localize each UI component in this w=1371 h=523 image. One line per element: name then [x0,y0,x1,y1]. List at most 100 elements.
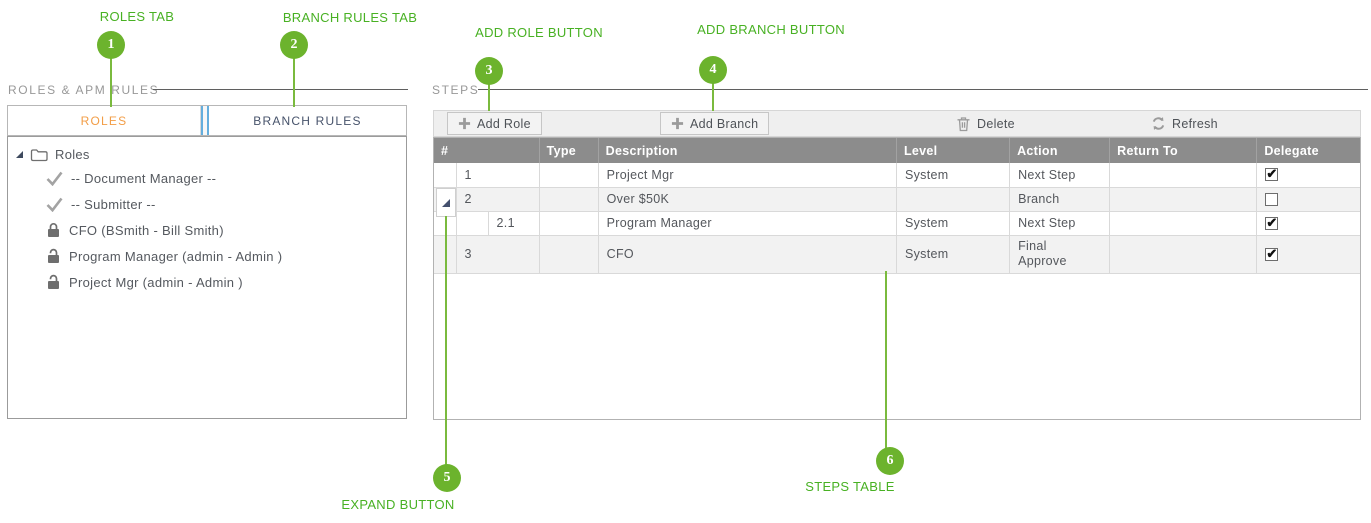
tree-root-roles[interactable]: Roles [16,147,90,162]
cell-type [539,163,599,188]
refresh-button[interactable]: Refresh [1141,112,1228,135]
cell-return-to [1109,187,1258,212]
annotation-label-roles-tab: ROLES TAB [99,9,175,24]
cell-return-to [1109,163,1258,188]
table-row-step-3[interactable]: 3 CFO System Final Approve [434,235,1360,274]
table-row-step-1[interactable]: 1 Project Mgr System Next Step [434,163,1360,188]
check-icon [46,197,63,212]
delegate-checkbox[interactable] [1265,166,1279,182]
table-row-step-2[interactable]: 2 Over $50K Branch [434,187,1360,212]
tab-roles-label: ROLES [80,113,128,128]
delegate-checkbox[interactable] [1265,246,1279,262]
tree-item-label: Program Manager (admin - Admin ) [69,248,283,264]
tree-item-label: Project Mgr (admin - Admin ) [69,274,243,290]
annotation-circle-3: 3 [475,57,503,85]
cell-level: System [896,211,1011,236]
plus-icon [671,117,684,130]
delete-label: Delete [977,116,1015,131]
cell-action: Final Approve [1009,235,1111,274]
cell-description: Program Manager [598,211,897,236]
tree-item-cfo[interactable]: CFO (BSmith - Bill Smith) [46,217,282,243]
add-branch-button[interactable]: Add Branch [660,112,770,135]
col-header-level[interactable]: Level [896,138,1011,163]
cell-delegate [1256,211,1360,236]
roles-panel-title: ROLES & APM RULES [8,83,160,97]
tree-collapse-icon[interactable] [16,151,23,158]
cell-action: Branch [1009,187,1111,212]
check-icon [46,171,63,186]
col-header-return-to[interactable]: Return To [1109,138,1258,163]
cell-num: 2.1 [488,211,540,236]
col-header-num[interactable]: # [434,138,540,163]
tree-item-document-manager[interactable]: -- Document Manager -- [46,165,282,191]
expander-cell [434,163,457,188]
delete-button[interactable]: Delete [946,112,1025,135]
plus-icon [458,117,471,130]
indent-cell [456,211,489,236]
tree-item-label: CFO (BSmith - Bill Smith) [69,222,224,238]
tree-item-submitter[interactable]: -- Submitter -- [46,191,282,217]
folder-icon [30,148,48,161]
table-header-row: # Type Description Level Action Return T… [434,138,1360,163]
annotation-line-1 [110,57,112,107]
tree-item-label: -- Submitter -- [71,196,156,212]
cell-level: System [896,163,1011,188]
lock-closed-icon [48,223,59,237]
tree-items: -- Document Manager -- -- Submitter -- C… [46,165,282,295]
trash-icon [957,116,970,131]
cell-delegate [1256,235,1360,274]
annotation-line-3 [488,83,490,111]
tab-branch-rules-label: BRANCH RULES [253,113,362,128]
expand-arrow-icon [442,198,450,207]
delegate-checkbox[interactable] [1265,192,1279,206]
cell-description: Over $50K [598,187,897,212]
steps-toolbar: Add Role Add Branch Delete Refresh [433,110,1361,137]
annotation-circle-1: 1 [97,31,125,59]
annotation-line-4 [712,82,714,111]
lock-open-icon [48,248,59,263]
cell-type [539,235,599,274]
tab-branch-rules[interactable]: BRANCH RULES [209,106,406,135]
lock-open-icon [48,274,59,289]
annotation-label-branch-rules-tab: BRANCH RULES TAB [282,10,418,25]
cell-num: 3 [456,235,540,274]
cell-type [539,211,599,236]
tab-roles[interactable]: ROLES [8,106,201,135]
refresh-icon [1152,117,1165,130]
cell-action: Next Step [1009,163,1111,188]
annotation-label-steps-table: STEPS TABLE [805,479,895,494]
add-role-button[interactable]: Add Role [447,112,542,135]
steps-panel-divider [478,89,1368,90]
cell-return-to [1109,235,1258,274]
roles-panel-divider [153,89,408,90]
cell-return-to [1109,211,1258,236]
col-header-type[interactable]: Type [539,138,599,163]
cell-action-text: Final Approve [1018,239,1067,268]
cell-action: Next Step [1009,211,1111,236]
annotation-circle-2: 2 [280,31,308,59]
annotation-label-add-role-button: ADD ROLE BUTTON [475,25,603,40]
expand-button[interactable] [436,188,456,217]
annotation-label-expand-button: EXPAND BUTTON [341,497,455,512]
col-header-delegate[interactable]: Delegate [1256,138,1360,163]
cell-level: System [896,235,1011,274]
annotation-circle-5: 5 [433,464,461,492]
tree-root-label: Roles [55,147,90,162]
annotation-circle-6: 6 [876,447,904,475]
steps-table: # Type Description Level Action Return T… [433,137,1361,420]
tree-item-program-manager[interactable]: Program Manager (admin - Admin ) [46,243,282,269]
col-header-description[interactable]: Description [598,138,897,163]
table-row-step-2-1[interactable]: 2.1 Program Manager System Next Step [434,211,1360,236]
tree-item-project-mgr[interactable]: Project Mgr (admin - Admin ) [46,269,282,295]
cell-level [896,187,1011,212]
steps-grid-table: # Type Description Level Action Return T… [434,138,1360,274]
roles-tabstrip: ROLES BRANCH RULES [7,105,407,136]
delegate-checkbox[interactable] [1265,215,1279,231]
cell-delegate [1256,163,1360,188]
annotation-circle-4: 4 [699,56,727,84]
refresh-label: Refresh [1172,116,1218,131]
steps-panel-title: STEPS [432,83,480,97]
tab-splitter-handle[interactable] [201,106,209,135]
col-header-action[interactable]: Action [1009,138,1111,163]
